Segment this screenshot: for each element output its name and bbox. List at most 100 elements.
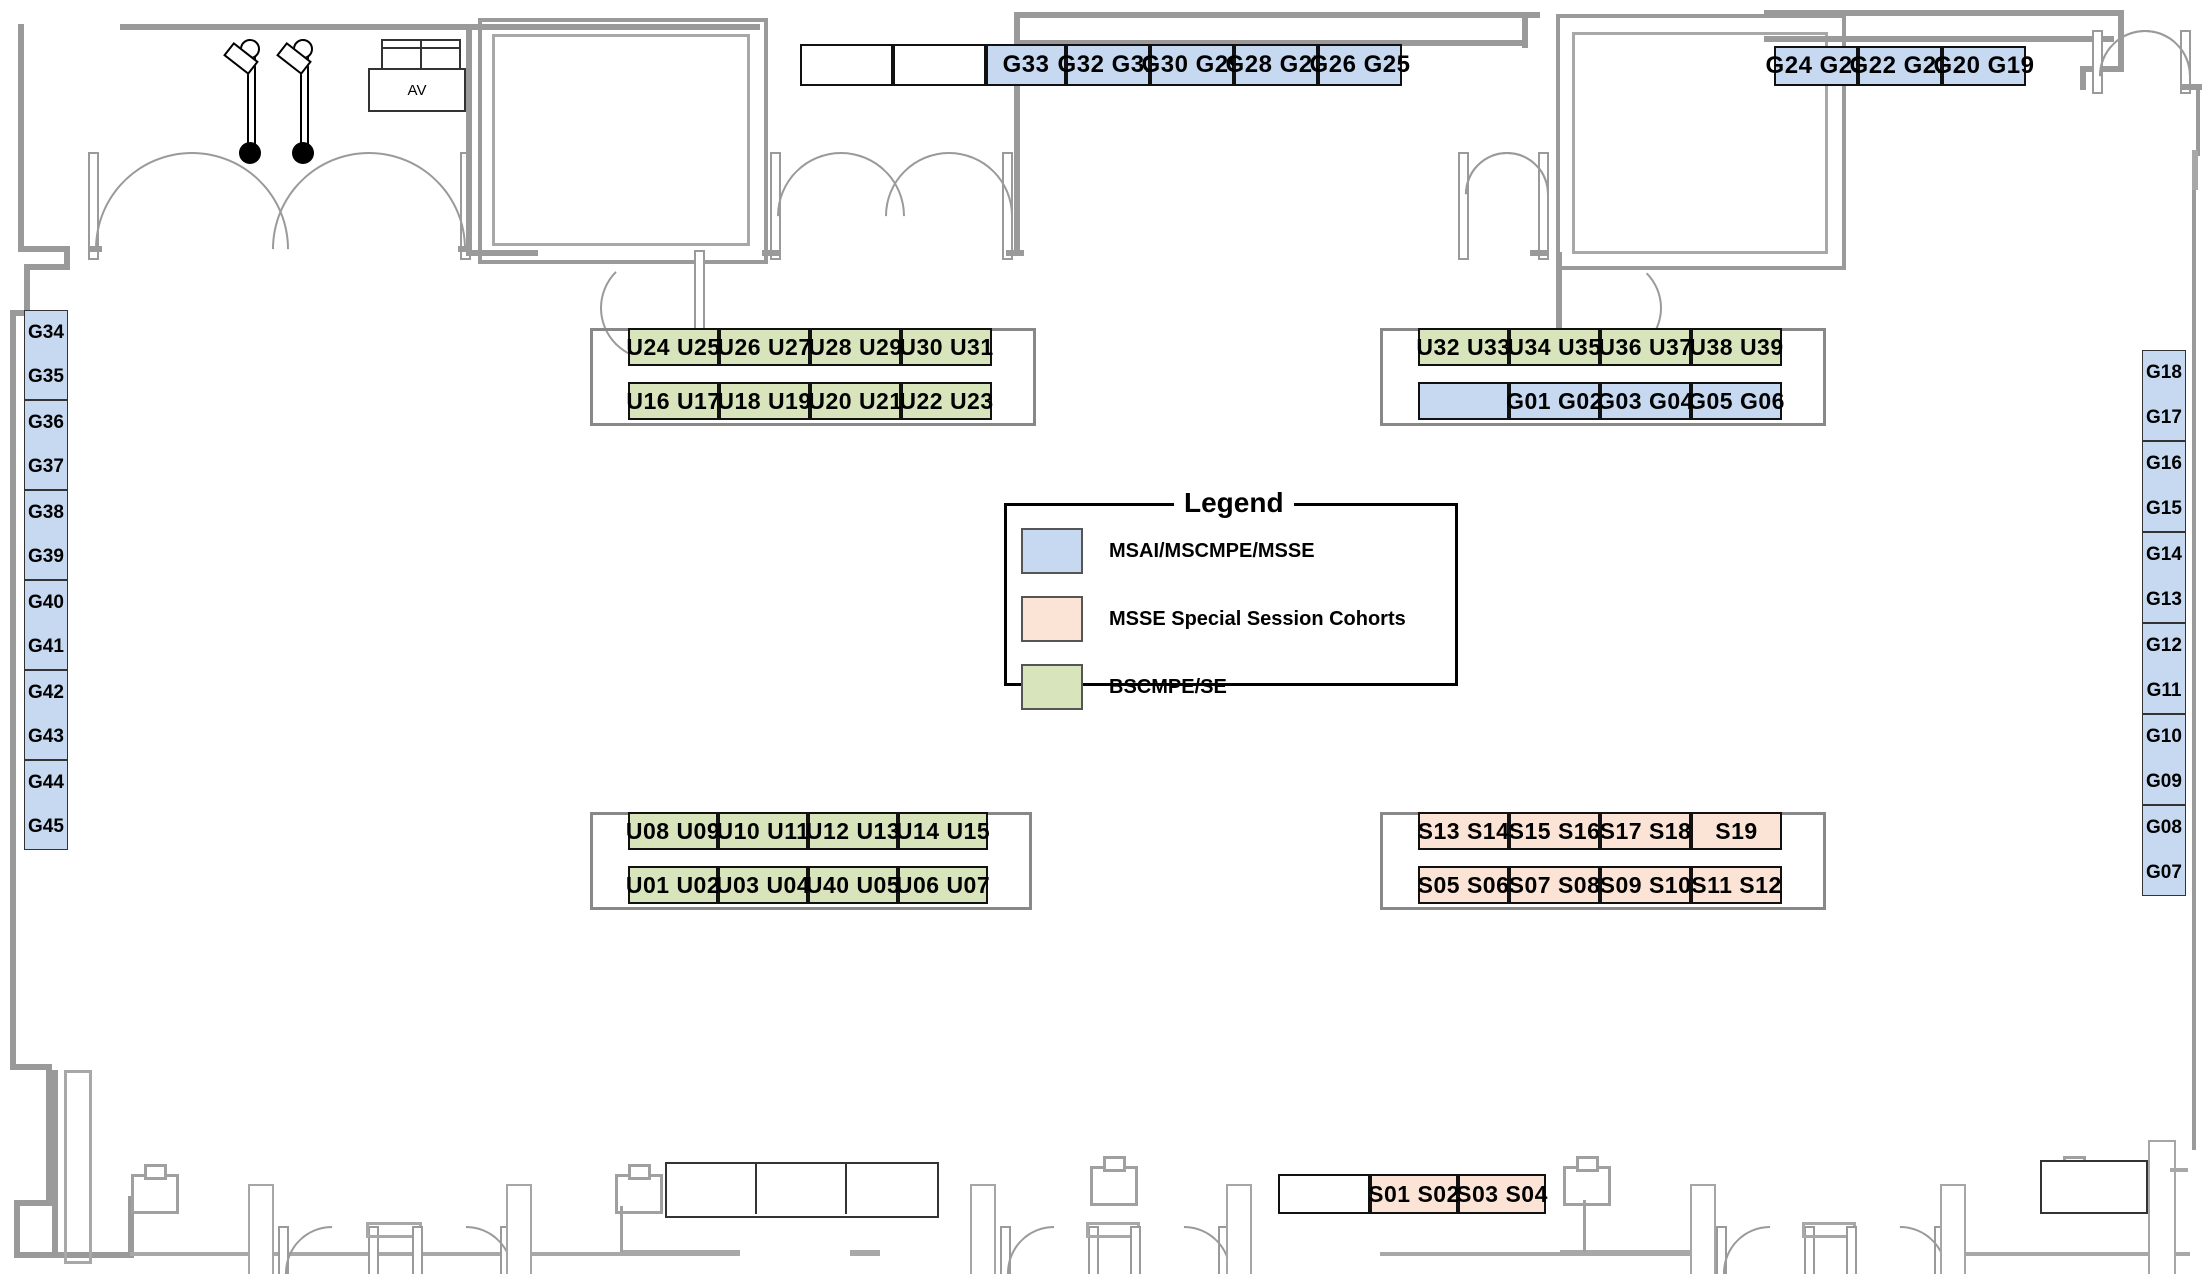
seat-cell[interactable]: S17 S18 xyxy=(1600,812,1691,850)
seat-cell[interactable]: G01 G02 xyxy=(1506,382,1602,420)
room-outline xyxy=(478,18,768,264)
door-leaf xyxy=(2180,30,2191,94)
seat-cell[interactable]: U16 U17 xyxy=(626,382,720,420)
wall-segment xyxy=(128,1196,134,1258)
wall-segment xyxy=(2192,150,2198,190)
legend-label: MSSE Special Session Cohorts xyxy=(1109,607,1406,630)
seat-cell[interactable]: G26 G25 xyxy=(1310,44,1410,86)
seat-cell[interactable]: G33 xyxy=(986,44,1066,86)
wall-segment xyxy=(14,1252,134,1258)
seat-label: G45 xyxy=(28,816,64,837)
door-leaf xyxy=(1538,152,1549,260)
seat-cell[interactable]: U38 U39 xyxy=(1689,328,1783,366)
wall-segment xyxy=(1380,1252,1560,1256)
seat-cell[interactable]: S09 S10 xyxy=(1600,866,1691,904)
seat-cell[interactable]: U14 U15 xyxy=(896,812,990,850)
legend-swatch-msse-special xyxy=(1021,596,1083,642)
seat-label: G09 xyxy=(2146,770,2182,792)
seat-cell[interactable]: U28 U29 xyxy=(808,328,902,366)
microphone-stand-pole xyxy=(300,55,309,148)
seat-cell[interactable]: U22 U23 xyxy=(899,382,993,420)
legend-label: MSAI/MSCMPE/MSSE xyxy=(1109,539,1315,562)
seat-cell[interactable]: G32 G31 xyxy=(1058,44,1158,86)
seat-cell[interactable]: S15 S16 xyxy=(1509,812,1600,850)
door-leaf xyxy=(1002,152,1013,260)
wall-segment xyxy=(24,264,30,316)
seat-label: G10 xyxy=(2146,726,2182,748)
wall-segment xyxy=(1522,12,1528,48)
seat-cell[interactable]: S13 S14 xyxy=(1418,812,1509,850)
seat-cell[interactable] xyxy=(1278,1174,1370,1214)
seat-cell[interactable]: G03 G04 xyxy=(1597,382,1693,420)
seat-cell[interactable]: G30 G29 xyxy=(1142,44,1242,86)
seat-cell[interactable]: U26 U27 xyxy=(717,328,811,366)
door-leaf xyxy=(88,152,99,260)
legend-swatch-msai xyxy=(1021,528,1083,574)
seat-cell[interactable]: S01 S02 xyxy=(1368,1174,1459,1214)
wall-segment xyxy=(1764,10,2124,16)
seat-cell[interactable]: G05 G06 xyxy=(1688,382,1784,420)
seat-cell[interactable]: S19 xyxy=(1691,812,1782,850)
seat-cell[interactable]: G24 G23 xyxy=(1766,46,1866,86)
seat-cell[interactable]: U34 U35 xyxy=(1507,328,1601,366)
door-leaf xyxy=(1458,152,1469,260)
seat-cell[interactable] xyxy=(1418,382,1509,420)
wall-segment xyxy=(2170,1168,2188,1172)
door-leaf xyxy=(1846,1226,1857,1274)
exit-sign-tab xyxy=(144,1164,167,1180)
wall-segment xyxy=(2080,66,2086,90)
wall-segment xyxy=(10,310,30,316)
seat-label: G16 xyxy=(2146,453,2182,475)
seat-cell[interactable]: U06 U07 xyxy=(896,866,990,904)
seat-cell[interactable]: G20 G19 xyxy=(1934,46,2034,86)
wall-segment xyxy=(1530,250,1548,256)
seat-cell[interactable]: U36 U37 xyxy=(1598,328,1692,366)
seat-cell[interactable]: S11 S12 xyxy=(1691,866,1782,904)
seat-cell[interactable]: U24 U25 xyxy=(626,328,720,366)
door-leaf xyxy=(1804,1226,1815,1274)
seat-cell[interactable]: S03 S04 xyxy=(1456,1174,1547,1214)
seat-cell[interactable]: U20 U21 xyxy=(808,382,902,420)
seat-cell[interactable]: G28 G27 xyxy=(1226,44,1326,86)
door-mullion xyxy=(506,1184,532,1274)
seat-cell[interactable] xyxy=(800,44,893,86)
seat-label: G12 xyxy=(2146,635,2182,657)
seat-label: G42 xyxy=(28,682,64,703)
exit-sign-stem xyxy=(620,1206,623,1252)
seat-cell[interactable]: U10 U11 xyxy=(717,812,809,850)
table-divider xyxy=(755,1162,757,1214)
wall-segment xyxy=(1556,252,1562,356)
wall-segment xyxy=(2192,190,2196,1150)
seat-label: G43 xyxy=(28,726,64,747)
seat-cell[interactable]: U12 U13 xyxy=(806,812,900,850)
seat-cell[interactable]: U01 U02 xyxy=(626,866,720,904)
seat-cell[interactable]: U03 U04 xyxy=(716,866,810,904)
seat-cell[interactable]: U40 U05 xyxy=(806,866,900,904)
wall-segment xyxy=(762,250,780,256)
seat-cell[interactable]: G22 G21 xyxy=(1850,46,1950,86)
seat-cell[interactable]: U32 U33 xyxy=(1416,328,1510,366)
seat-cell[interactable]: S07 S08 xyxy=(1509,866,1600,904)
seat-cell[interactable]: U08 U09 xyxy=(626,812,720,850)
seat-cell[interactable]: U18 U19 xyxy=(717,382,811,420)
seat-cell[interactable]: U30 U31 xyxy=(899,328,993,366)
seat-cell[interactable]: S05 S06 xyxy=(1418,866,1509,904)
seat-cell[interactable] xyxy=(893,44,986,86)
